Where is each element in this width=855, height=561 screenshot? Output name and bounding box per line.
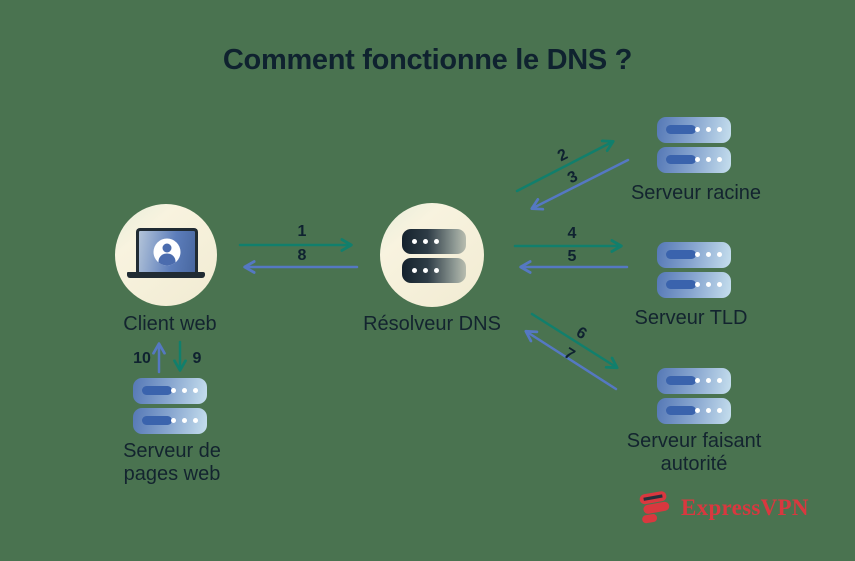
- expressvpn-logo: ExpressVPN: [637, 489, 809, 524]
- user-avatar-icon: [153, 238, 181, 265]
- step-5-label: 5: [567, 248, 577, 265]
- tld-server-label: Serveur TLD: [634, 307, 748, 329]
- dns-resolver-label: Résolveur DNS: [363, 313, 501, 335]
- step-10-label: 10: [133, 350, 151, 367]
- arrow-step-7: [524, 329, 618, 391]
- step-3-label: 3: [564, 167, 581, 188]
- step-4-label: 4: [567, 225, 577, 242]
- step-2-label: 2: [554, 145, 571, 166]
- web-server-label: Serveur de pages web: [123, 440, 221, 486]
- authoritative-server-label: Serveur faisant autorité: [627, 430, 762, 476]
- authoritative-server-icon: [657, 368, 731, 428]
- expressvpn-logo-icon: [639, 491, 670, 524]
- authoritative-server-label-line1: Serveur faisant: [626, 430, 762, 452]
- step-8-label: 8: [297, 247, 307, 264]
- dns-resolver-server-icon: [402, 229, 466, 287]
- client-web-label: Client web: [123, 313, 217, 335]
- web-server-label-line2: pages web: [123, 463, 221, 485]
- laptop-screen: [136, 228, 198, 272]
- web-server-icon: [133, 378, 207, 438]
- dns-resolver-circle: [380, 203, 484, 307]
- root-server-icon: [657, 117, 731, 177]
- authoritative-server-label-line2: autorité: [660, 453, 728, 475]
- tld-server-icon: [657, 242, 731, 302]
- step-1-label: 1: [297, 223, 307, 240]
- web-server-label-line1: Serveur de: [123, 440, 221, 462]
- laptop-base: [127, 272, 205, 278]
- laptop-icon: [127, 228, 205, 278]
- page-title: Comment fonctionne le DNS ?: [222, 44, 633, 76]
- expressvpn-logo-text: ExpressVPN: [681, 494, 809, 520]
- step-7-label: 7: [560, 345, 578, 365]
- step-6-label: 6: [572, 324, 590, 344]
- root-server-label: Serveur racine: [630, 182, 762, 204]
- step-9-label: 9: [192, 350, 202, 367]
